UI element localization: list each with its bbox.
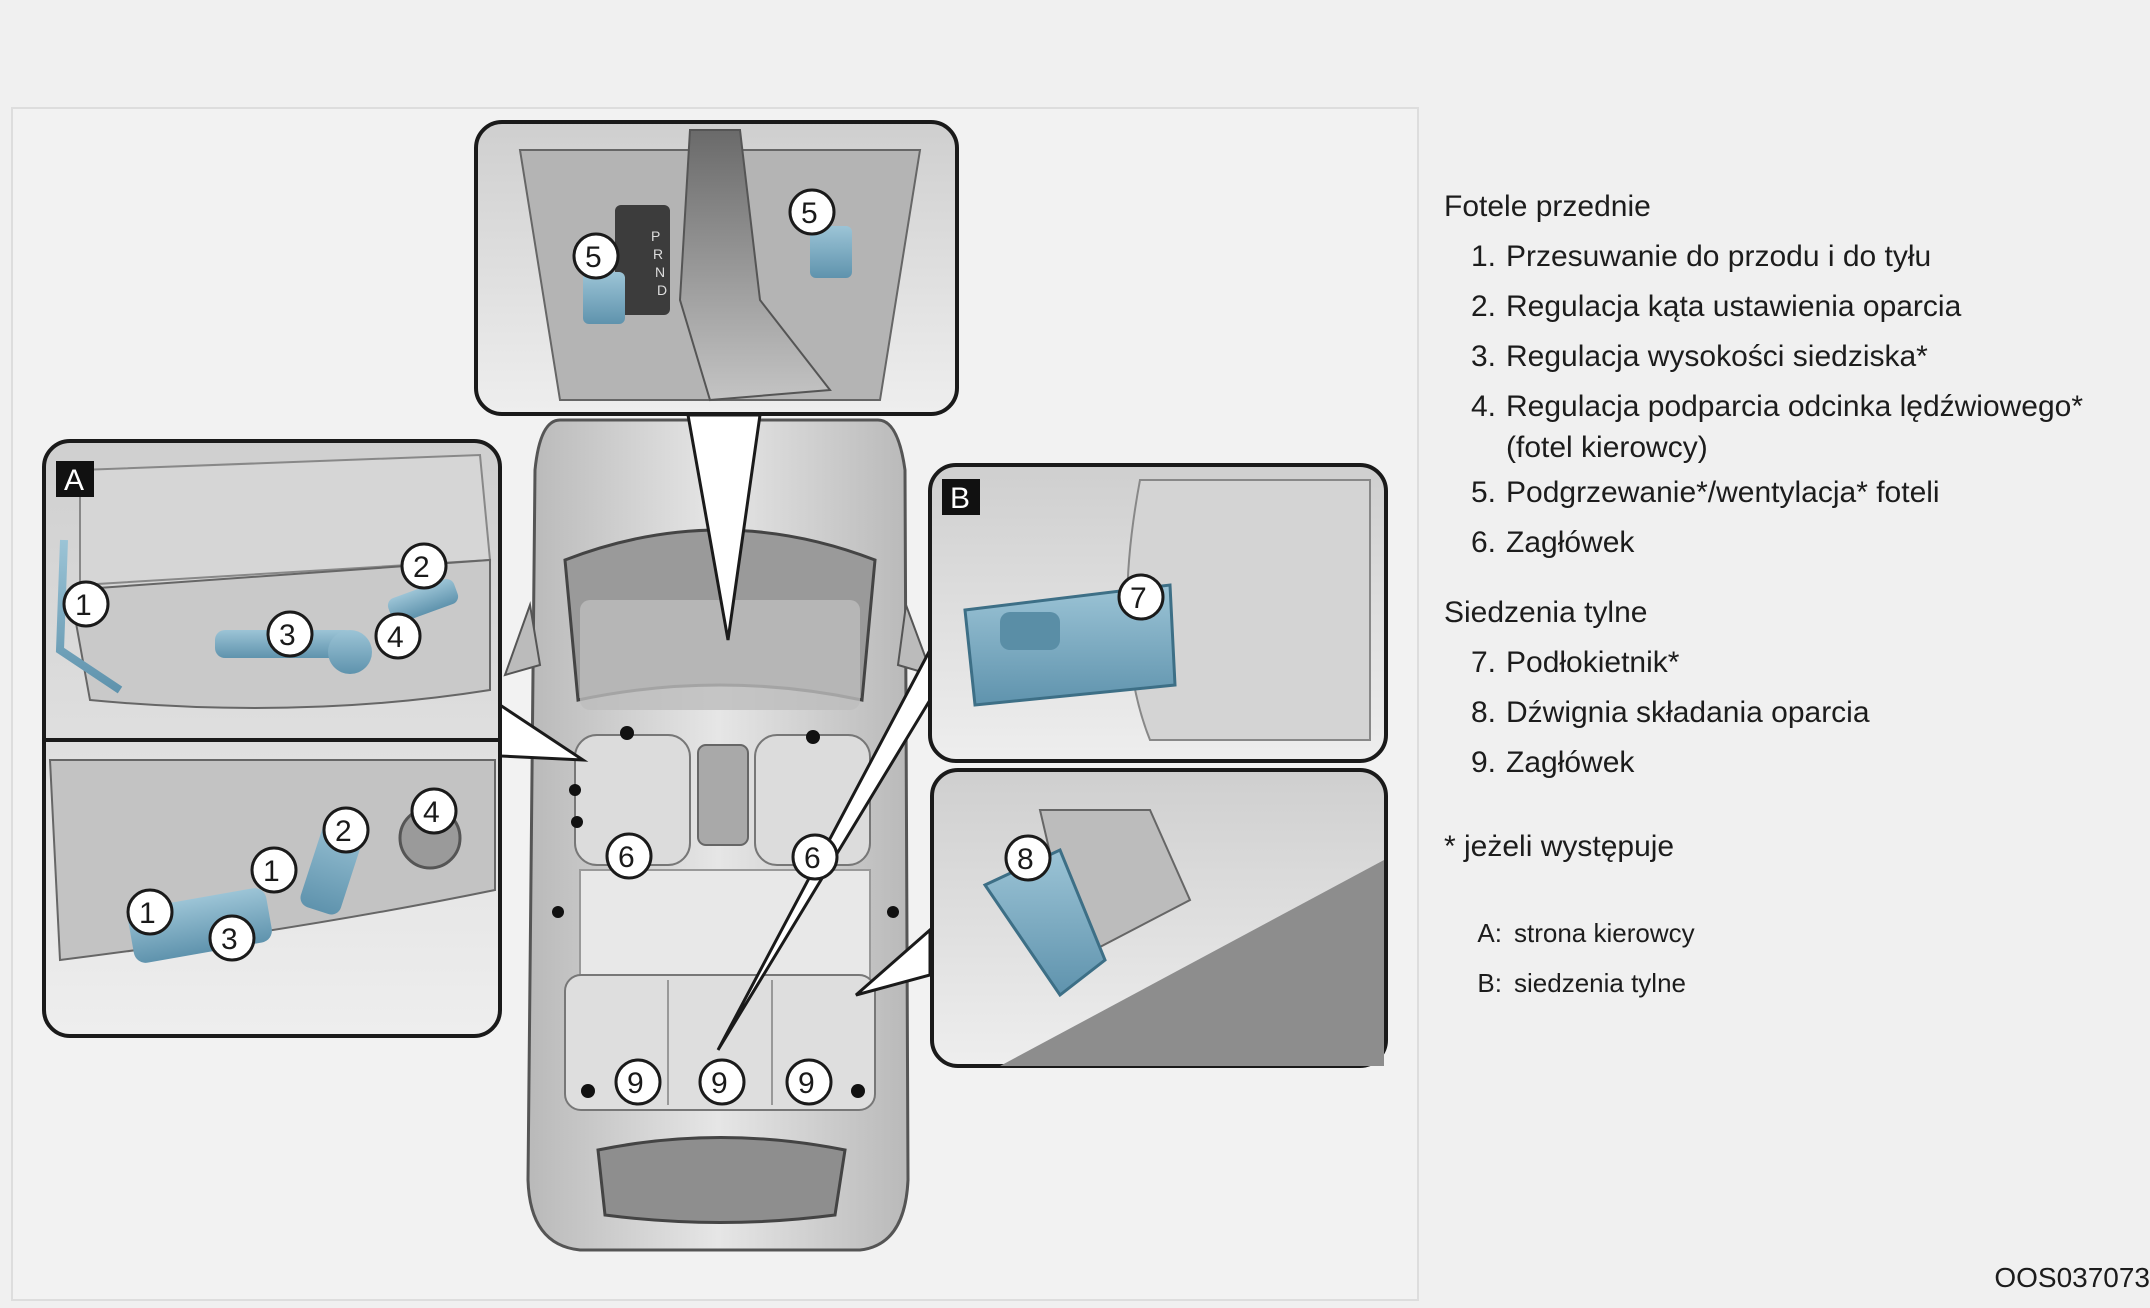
list-item: 4.Regulacja podparcia odcinka lędźwioweg… xyxy=(1470,390,2084,464)
callout-a2: 2 xyxy=(400,542,448,590)
front-seats-heading: Fotele przednie xyxy=(1444,190,1651,223)
side-mirror-left xyxy=(503,601,542,677)
shifter-letter-n: N xyxy=(655,264,665,280)
rear-seats-heading: Siedzenia tylne xyxy=(1444,596,1648,629)
callout-9-right: 9 xyxy=(785,1058,833,1106)
optional-note: * jeżeli występuje xyxy=(1444,830,1675,863)
panel-a: A xyxy=(42,439,502,1038)
callout-5-left: 5 xyxy=(572,232,620,280)
list-item: 6.Zagłówek xyxy=(1470,526,1635,559)
rear-seats-list: 7.Podłokietnik* 8.Dźwignia składania opa… xyxy=(1444,638,2134,788)
shifter-letter-p: P xyxy=(651,228,660,244)
svg-text:5: 5 xyxy=(801,197,818,230)
svg-text:5: 5 xyxy=(585,241,602,274)
callout-9-center: 9 xyxy=(698,1058,746,1106)
seat-heat-button-left xyxy=(583,272,625,324)
callout-7: 7 xyxy=(1117,573,1165,621)
callout-6-right: 6 xyxy=(791,833,839,881)
panel-legend: A:strona kierowcy B:siedzenia tylne xyxy=(1444,908,2134,1008)
callout-a3: 3 xyxy=(266,610,314,658)
recline-lever-a xyxy=(387,579,459,623)
callout-a1-lower-left: 1 xyxy=(126,888,174,936)
svg-text:8: 8 xyxy=(1017,843,1034,876)
callout-8: 8 xyxy=(1004,834,1052,882)
rear-floor xyxy=(579,869,871,981)
callout-a1-lower-right: 1 xyxy=(250,846,298,894)
front-seats-list: 1.Przesuwanie do przodu i do tyłu 2.Regu… xyxy=(1444,232,2134,568)
legend-text-column: Fotele przednie 1.Przesuwanie do przodu … xyxy=(1444,182,2134,1008)
svg-text:6: 6 xyxy=(618,841,635,874)
rear-window xyxy=(596,1136,847,1224)
svg-text:9: 9 xyxy=(711,1067,728,1100)
svg-text:2: 2 xyxy=(413,551,430,584)
svg-text:7: 7 xyxy=(1130,582,1147,615)
list-item: 9.Zagłówek xyxy=(1470,746,1635,779)
gear-boot xyxy=(678,129,832,402)
svg-text:3: 3 xyxy=(221,923,238,956)
callout-markers: 5 5 1 2 3 4 1 1 2 3 4 6 6 7 8 9 9 9 xyxy=(62,188,1165,1106)
svg-text:1: 1 xyxy=(139,897,156,930)
figure-code: OOS037073 xyxy=(1994,1262,2150,1293)
legend-row: A:strona kierowcy xyxy=(1477,918,1695,948)
seat-heat-button-right xyxy=(810,226,852,278)
svg-text:9: 9 xyxy=(627,1067,644,1100)
legend-row: B:siedzenia tylne xyxy=(1477,968,1686,998)
svg-text:1: 1 xyxy=(263,855,280,888)
shifter-letter-d: D xyxy=(657,282,667,298)
callout-a3-lower: 3 xyxy=(208,914,256,962)
callout-5-right: 5 xyxy=(788,188,836,236)
dashboard xyxy=(580,600,860,710)
panel-a-label: A xyxy=(64,464,84,497)
shifter-letter-r: R xyxy=(653,246,663,262)
list-item: 2.Regulacja kąta ustawienia oparcia xyxy=(1470,290,1962,323)
panel-b-label: B xyxy=(950,482,970,515)
svg-text:4: 4 xyxy=(387,621,404,654)
center-console xyxy=(697,744,749,846)
svg-text:1: 1 xyxy=(75,589,92,622)
list-item: 1.Przesuwanie do przodu i do tyłu xyxy=(1470,240,1932,273)
shifter-panel: P R N D xyxy=(474,120,959,416)
side-mirror-right xyxy=(896,604,934,677)
lumbar-knob-a xyxy=(328,630,372,674)
svg-text:4: 4 xyxy=(423,796,440,829)
list-item: 7.Podłokietnik* xyxy=(1470,646,1680,679)
panel-b-lower xyxy=(930,768,1388,1068)
svg-text:9: 9 xyxy=(798,1067,815,1100)
list-item: 3.Regulacja wysokości siedziska* xyxy=(1470,340,1928,373)
svg-text:6: 6 xyxy=(804,842,821,875)
callout-a4: 4 xyxy=(374,612,422,660)
callout-a2-lower: 2 xyxy=(322,806,370,854)
callout-9-left: 9 xyxy=(614,1058,662,1106)
svg-text:3: 3 xyxy=(279,619,296,652)
callout-a1: 1 xyxy=(62,580,110,628)
list-item: 8.Dźwignia składania oparcia xyxy=(1470,696,1870,729)
svg-text:2: 2 xyxy=(335,815,352,848)
list-item: 5.Podgrzewanie*/wentylacja* foteli xyxy=(1470,476,1940,509)
callout-6-left: 6 xyxy=(605,832,653,880)
callout-a4-lower: 4 xyxy=(410,787,458,835)
